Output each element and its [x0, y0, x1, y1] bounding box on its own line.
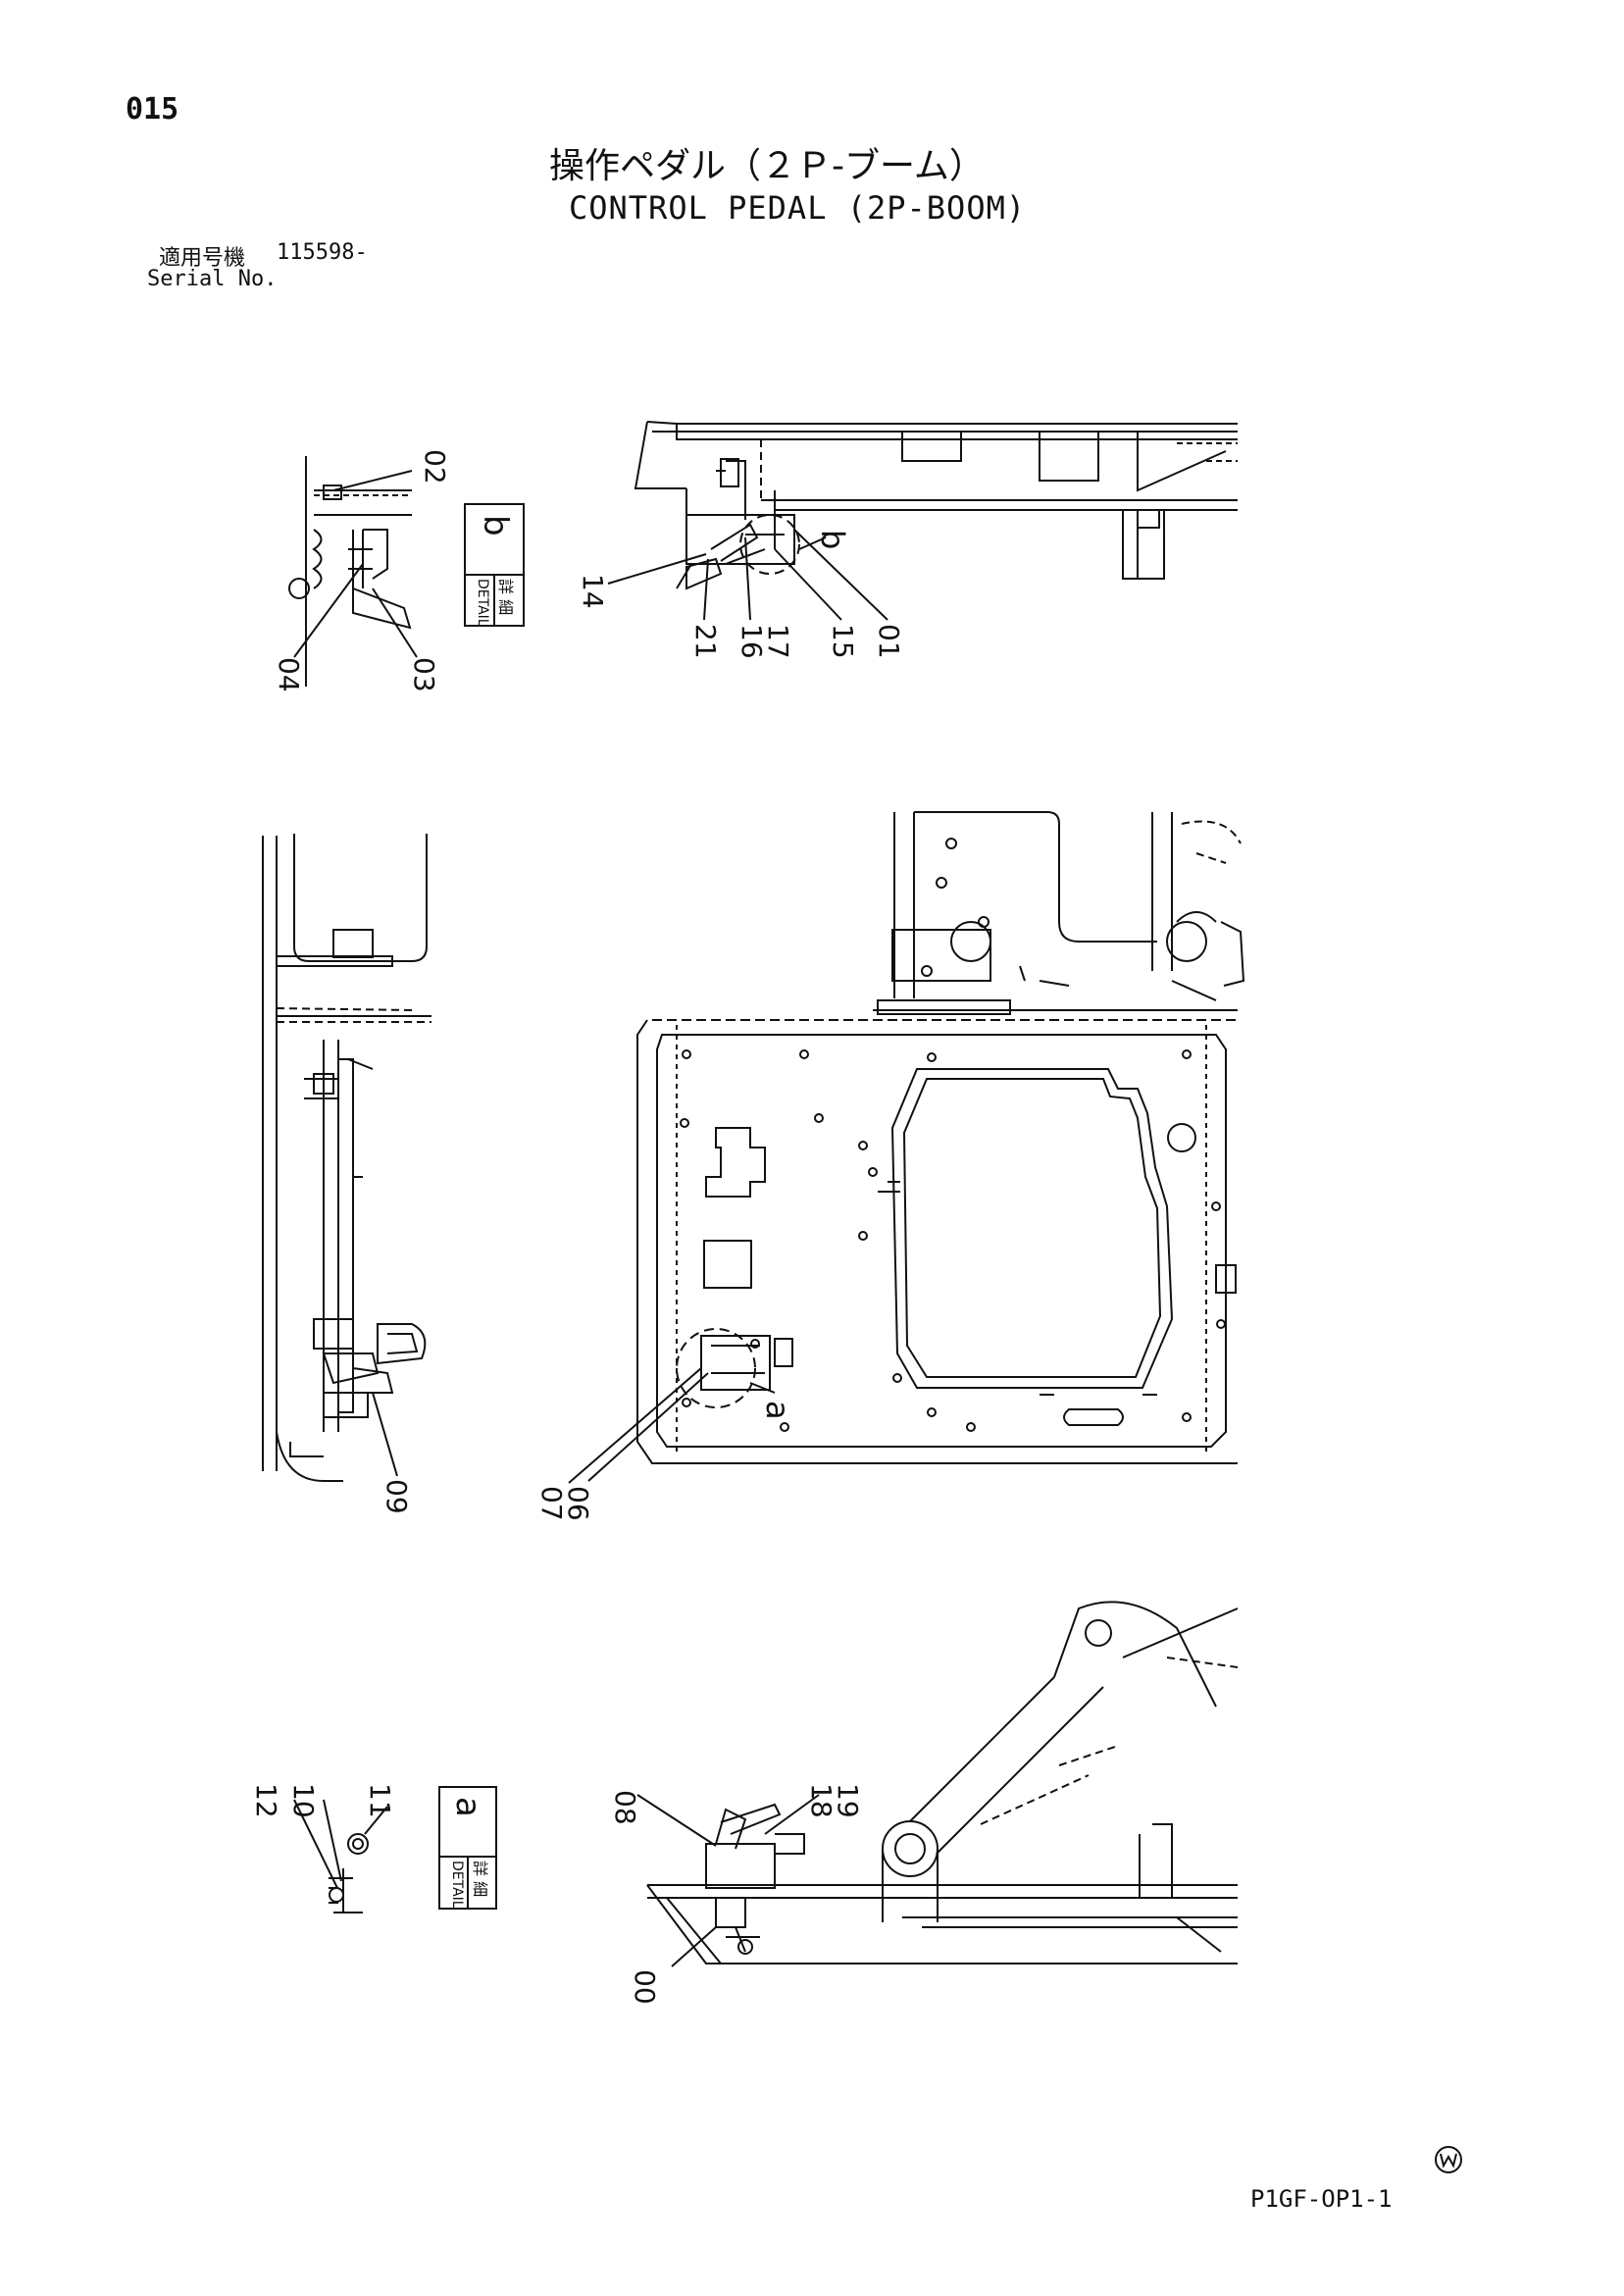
drawing-code: P1GF-OP1-1	[1250, 2185, 1393, 2213]
callout-07: 07	[535, 1486, 568, 1521]
serial-label-english: Serial No.	[147, 267, 278, 291]
callout-15: 15	[827, 624, 859, 659]
callout-11: 11	[364, 1783, 396, 1818]
callout-06: 06	[562, 1486, 594, 1521]
title-english: CONTROL PEDAL (2P-BOOM)	[569, 189, 1027, 227]
detail-a-kanji: 詳 細	[471, 1861, 489, 1897]
w-circle-mark	[1435, 2146, 1462, 2173]
detail-b-kanji: 詳 細	[496, 579, 515, 615]
detail-a-label: DETAIL	[449, 1861, 465, 1909]
callout-17: 17	[762, 624, 794, 659]
bottom-side-view	[636, 1601, 1239, 1967]
plan-view	[568, 811, 1245, 1484]
callout-18: 18	[805, 1783, 837, 1818]
detail-b-box	[464, 503, 525, 627]
detail-a-view	[293, 1799, 388, 1913]
page-number: 015	[126, 92, 179, 127]
detail-a-marker: a	[759, 1401, 796, 1420]
detail-b-view	[288, 456, 418, 687]
callout-03: 03	[408, 657, 440, 692]
callout-16: 16	[736, 624, 768, 659]
callout-09: 09	[381, 1479, 413, 1514]
callout-02: 02	[419, 449, 451, 485]
callout-19: 19	[832, 1783, 864, 1818]
callout-21: 21	[689, 624, 722, 659]
detail-b-label: DETAIL	[475, 579, 490, 627]
callout-14: 14	[577, 574, 609, 609]
callout-12: 12	[250, 1783, 282, 1818]
middle-side-view	[262, 834, 431, 1482]
serial-value: 115598-	[277, 240, 368, 265]
callout-00: 00	[629, 1969, 661, 2005]
title-japanese: 操作ペダル（２Ｐ-ブーム）	[549, 146, 985, 186]
callout-04: 04	[273, 657, 305, 692]
top-side-view	[607, 421, 1238, 621]
callout-10: 10	[287, 1783, 320, 1818]
callout-08: 08	[609, 1790, 641, 1825]
serial-label-japanese: 適用号機	[159, 246, 246, 271]
callout-01: 01	[873, 624, 905, 659]
detail-a-box	[438, 1786, 497, 1910]
detail-b-letter: b	[476, 515, 515, 536]
detail-a-letter: a	[448, 1797, 487, 1817]
detail-b-marker: b	[814, 530, 851, 549]
